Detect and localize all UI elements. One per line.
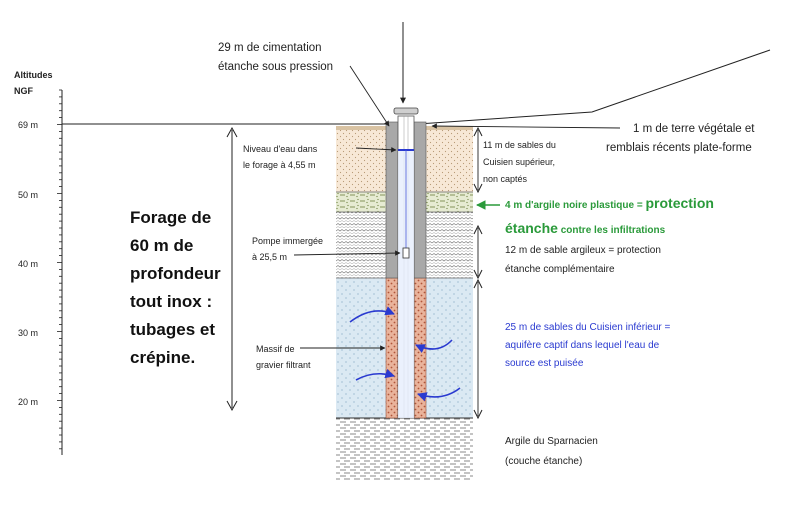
axis-tick-20: 20 m bbox=[18, 397, 38, 407]
aquifer-line2: aquifère captif dans lequel l'eau de bbox=[505, 340, 660, 351]
aquifer-line1: 25 m de sables du Cuisien inférieur = bbox=[505, 322, 671, 333]
main-text-line4: tout inox : bbox=[130, 292, 212, 311]
axis-minor-ticks bbox=[57, 89, 62, 450]
flow-arrows bbox=[349, 306, 461, 402]
aquifer-line3: source est puisée bbox=[505, 358, 584, 369]
clayey-sand-line2: étanche complémentaire bbox=[505, 264, 615, 275]
layer-sparnacian bbox=[336, 418, 473, 480]
topsoil-line2: remblais récents plate-forme bbox=[606, 142, 752, 154]
clayey-sand-bracket-bottom bbox=[473, 269, 483, 280]
flow-arrow-4 bbox=[417, 387, 461, 402]
cementation-line1: 29 m de cimentation bbox=[218, 42, 322, 54]
well-head bbox=[393, 107, 419, 115]
upper-sand-line2: Cuisien supérieur, bbox=[483, 157, 555, 167]
topsoil-line1: 1 m de terre végétale et bbox=[633, 123, 755, 135]
pump-line1: Pompe immergée bbox=[252, 236, 323, 246]
clay-line1: 4 m d'argile noire plastique = protectio… bbox=[505, 195, 714, 211]
upper-sand-line3: non captés bbox=[483, 174, 528, 184]
flow-arrow-2 bbox=[355, 368, 395, 381]
axis-tick-50: 50 m bbox=[18, 190, 38, 200]
altitude-axis: Altitudes NGF 69 m 50 m 40 m 30 m 20 m bbox=[14, 70, 63, 455]
cement-left bbox=[385, 121, 399, 279]
aquifer-bracket-top bbox=[473, 278, 483, 289]
main-text-line6: crépine. bbox=[130, 348, 195, 367]
gravel-line1: Massif de bbox=[256, 344, 295, 354]
main-text-line1: Forage de bbox=[130, 208, 211, 227]
clay-text-part3: étanche bbox=[505, 220, 558, 236]
upper-sand-line1: 11 m de sables du bbox=[483, 140, 556, 150]
axis-title-line2: NGF bbox=[14, 86, 34, 96]
depth-arrow-head-top bbox=[226, 126, 238, 138]
main-text-line2: 60 m de bbox=[130, 236, 193, 255]
axis-tick-40: 40 m bbox=[18, 259, 38, 269]
upper-sand-bracket-bottom bbox=[473, 183, 483, 194]
water-level-pointer bbox=[355, 147, 397, 153]
gravel-pack-left bbox=[385, 277, 399, 419]
clay-text-part1: 4 m d'argile noire plastique = bbox=[505, 200, 645, 211]
water-column bbox=[398, 150, 414, 418]
cementation-pointer bbox=[349, 65, 390, 127]
upper-sand-bracket-top bbox=[473, 126, 483, 137]
ground-line-right bbox=[417, 49, 771, 125]
pump-pointer bbox=[293, 250, 401, 256]
axis-tick-69: 69 m bbox=[18, 120, 38, 130]
clayey-sand-line1: 12 m de sable argileux = protection bbox=[505, 245, 661, 256]
axis-tick-30: 30 m bbox=[18, 328, 38, 338]
depth-arrow-head-bottom bbox=[226, 400, 238, 412]
pump-line2: à 25,5 m bbox=[252, 252, 287, 262]
aquifer-bracket-bottom bbox=[473, 409, 483, 420]
clayey-sand-bracket-top bbox=[473, 224, 483, 235]
pump-icon bbox=[402, 247, 410, 259]
flow-arrow-3 bbox=[415, 339, 453, 353]
topsoil-pointer bbox=[431, 123, 621, 129]
cementation-line2: étanche sous pression bbox=[218, 61, 333, 73]
cement-right bbox=[413, 121, 427, 279]
main-text-line3: profondeur bbox=[130, 264, 221, 283]
axis-title-line1: Altitudes bbox=[14, 70, 53, 80]
clay-text-part4: contre les infiltrations bbox=[558, 225, 666, 236]
clay-text-part2: protection bbox=[645, 195, 713, 211]
gravel-line2: gravier filtrant bbox=[256, 360, 311, 370]
sparnacian-line2: (couche étanche) bbox=[505, 456, 582, 467]
sparnacian-line1: Argile du Sparnacien bbox=[505, 436, 598, 447]
flow-arrow-1 bbox=[349, 306, 395, 323]
water-level-line2: le forage à 4,55 m bbox=[243, 160, 316, 170]
water-level-line1: Niveau d'eau dans bbox=[243, 144, 318, 154]
clay-line2: étanche contre les infiltrations bbox=[505, 220, 666, 236]
main-text-line5: tubages et bbox=[130, 320, 215, 339]
